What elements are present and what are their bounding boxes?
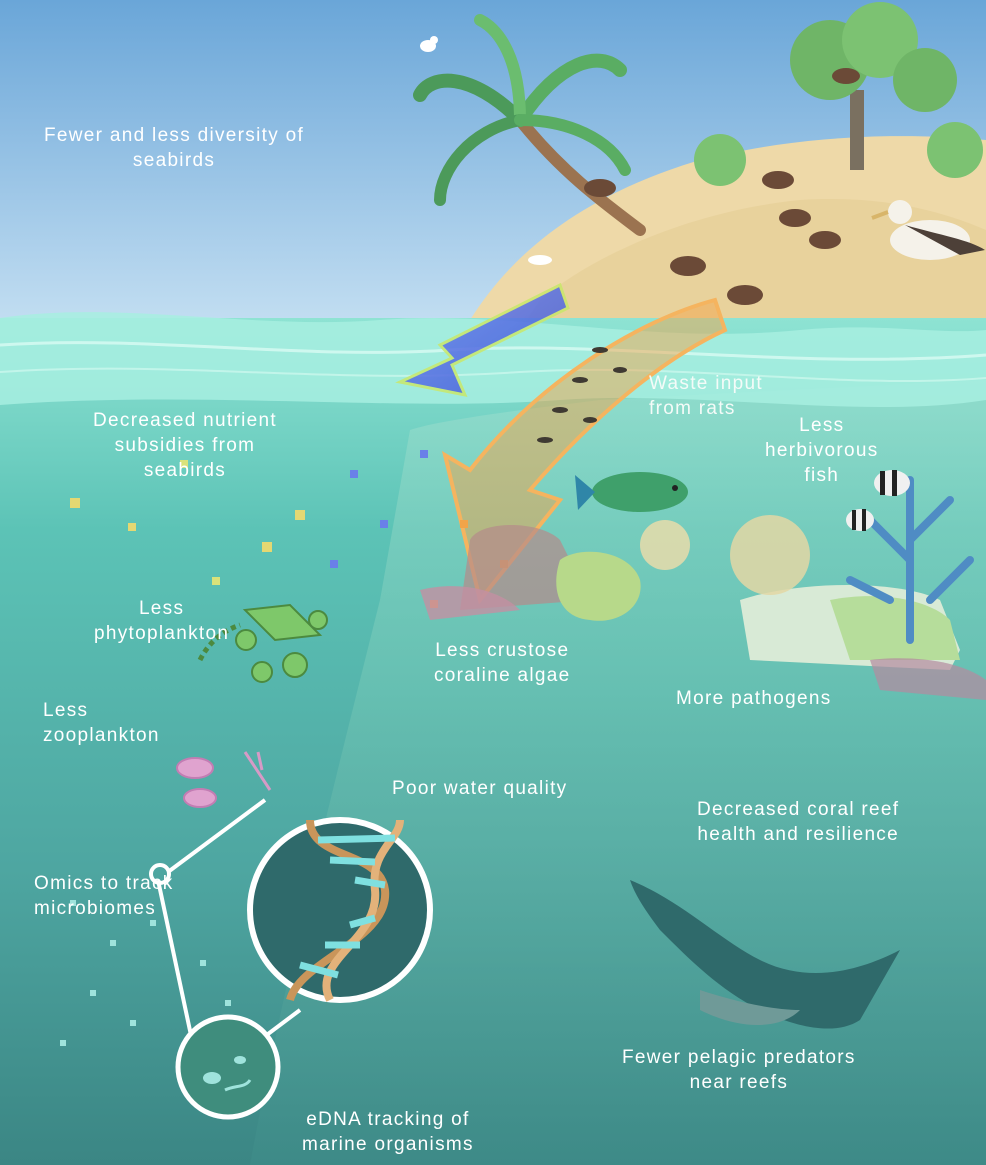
label-omics-line2: microbiomes [34,896,174,921]
label-predators: Fewer pelagic predators near reefs [622,1045,856,1095]
label-seabirds: Fewer and less diversity of seabirds [44,123,304,173]
label-nutrients-line2: subsidies from [93,433,277,458]
label-nutrients: Decreased nutrient subsidies from seabir… [93,408,277,483]
label-phytoplankton-line2: phytoplankton [94,621,229,646]
label-predators-line1: Fewer pelagic predators [622,1045,856,1070]
label-edna-line2: marine organisms [302,1132,474,1157]
label-herbivorous-line3: fish [765,463,879,488]
dna-helix-icon [250,820,430,1000]
label-zooplankton-line1: Less [43,698,160,723]
label-water-quality: Poor water quality [392,776,567,801]
label-nutrients-line3: seabirds [93,458,277,483]
label-waste: Waste input from rats [649,371,763,421]
label-omics: Omics to track microbiomes [34,871,174,921]
label-phytoplankton-line1: Less [94,596,229,621]
label-coralline: Less crustose coraline algae [434,638,571,688]
label-edna: eDNA tracking of marine organisms [302,1107,474,1157]
label-coralline-line2: coraline algae [434,663,571,688]
label-predators-line2: near reefs [622,1070,856,1095]
label-herbivorous-line1: Less [765,413,879,438]
label-coralline-line1: Less crustose [434,638,571,663]
label-reef-health: Decreased coral reef health and resilien… [697,797,899,847]
label-water-quality-line1: Poor water quality [392,776,567,801]
label-reef-health-line2: health and resilience [697,822,899,847]
label-omics-line1: Omics to track [34,871,174,896]
label-phytoplankton: Less phytoplankton [94,596,229,646]
label-pathogens: More pathogens [676,686,832,711]
label-nutrients-line1: Decreased nutrient [93,408,277,433]
label-zooplankton: Less zooplankton [43,698,160,748]
label-edna-line1: eDNA tracking of [302,1107,474,1132]
label-seabirds-line2: seabirds [44,148,304,173]
label-herbivorous-line2: herbivorous [765,438,879,463]
label-zooplankton-line2: zooplankton [43,723,160,748]
label-waste-line1: Waste input [649,371,763,396]
label-pathogens-line1: More pathogens [676,686,832,711]
label-reef-health-line1: Decreased coral reef [697,797,899,822]
label-herbivorous: Less herbivorous fish [765,413,879,488]
label-waste-line2: from rats [649,396,763,421]
tern-icon [528,255,552,265]
microbe-icon [178,1017,278,1117]
label-seabirds-line1: Fewer and less diversity of [44,123,304,148]
